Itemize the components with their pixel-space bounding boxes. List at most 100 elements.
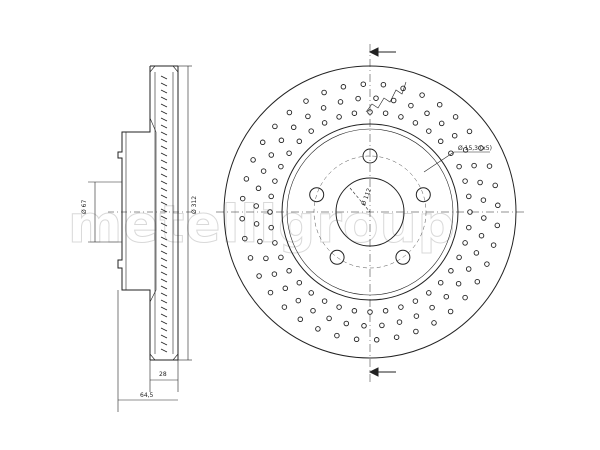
drilled-hole bbox=[296, 138, 303, 145]
vent-mark bbox=[160, 222, 168, 227]
drilled-hole bbox=[419, 92, 425, 98]
vent-mark bbox=[160, 166, 168, 171]
vent-mark bbox=[160, 124, 168, 129]
vent-mark bbox=[160, 159, 168, 164]
drilled-hole bbox=[437, 138, 444, 145]
vent-mark bbox=[160, 201, 168, 206]
drilled-hole bbox=[466, 128, 473, 135]
vent-mark bbox=[160, 327, 168, 332]
vent-mark bbox=[160, 75, 168, 80]
drilled-hole bbox=[278, 137, 285, 144]
drilled-hole bbox=[490, 242, 497, 248]
drilled-hole bbox=[303, 98, 309, 104]
drilled-hole bbox=[398, 304, 404, 310]
drilled-hole bbox=[448, 268, 454, 274]
drilled-hole bbox=[260, 168, 267, 174]
drilled-hole bbox=[373, 337, 380, 343]
vent-mark bbox=[160, 313, 168, 318]
vent-mark bbox=[160, 250, 168, 255]
vent-mark bbox=[160, 320, 168, 325]
vent-mark bbox=[160, 180, 168, 185]
drilled-hole bbox=[462, 240, 468, 246]
drilled-hole bbox=[477, 179, 483, 186]
drilled-hole bbox=[267, 289, 274, 296]
drilled-hole bbox=[286, 109, 293, 116]
front-dimensions bbox=[349, 81, 490, 213]
drilled-hole bbox=[239, 195, 246, 202]
drilled-hole bbox=[286, 268, 292, 274]
drilled-hole bbox=[268, 193, 274, 200]
drilled-hole bbox=[466, 224, 472, 231]
vent-mark bbox=[160, 131, 168, 136]
drilled-hole bbox=[253, 203, 259, 209]
drilled-hole bbox=[448, 150, 454, 156]
drilled-hole bbox=[429, 304, 435, 311]
drilled-hole bbox=[336, 304, 342, 310]
drilled-hole bbox=[486, 163, 493, 169]
vent-mark bbox=[160, 96, 168, 101]
drilled-hole bbox=[408, 102, 414, 109]
drilled-hole bbox=[340, 84, 347, 90]
drilled-hole bbox=[484, 261, 490, 267]
drilled-hole bbox=[451, 132, 458, 139]
vent-mark bbox=[160, 103, 168, 108]
drilled-hole bbox=[334, 332, 340, 339]
drilled-hole bbox=[495, 202, 501, 209]
drilled-hole bbox=[295, 297, 302, 304]
drilled-hole bbox=[296, 279, 303, 286]
drilled-hole bbox=[480, 197, 487, 203]
drilled-hole bbox=[465, 266, 472, 272]
drilled-hole bbox=[281, 304, 288, 310]
drilled-hole bbox=[272, 178, 278, 184]
drilled-hole bbox=[382, 110, 389, 116]
drilled-hole bbox=[478, 145, 484, 151]
drilled-hole bbox=[393, 334, 400, 340]
drilled-hole bbox=[321, 89, 327, 96]
drilled-hole bbox=[492, 182, 498, 189]
drilled-hole bbox=[286, 150, 292, 156]
drilled-hole bbox=[412, 120, 419, 126]
vent-mark bbox=[160, 236, 168, 241]
drilled-hole bbox=[478, 232, 485, 239]
drilled-hole bbox=[473, 250, 480, 256]
vent-mark bbox=[160, 306, 168, 311]
drilled-hole bbox=[447, 308, 454, 315]
vent-mark bbox=[160, 243, 168, 248]
drilled-hole bbox=[271, 271, 278, 277]
outer-diameter-label: Ø 312 bbox=[191, 196, 198, 214]
drilled-hole bbox=[337, 99, 344, 105]
vent-mark bbox=[160, 89, 168, 94]
vent-mark bbox=[160, 145, 168, 150]
vent-mark bbox=[160, 271, 168, 276]
drilled-hole bbox=[253, 221, 260, 227]
drilled-hole bbox=[462, 178, 468, 184]
drilled-hole bbox=[321, 120, 328, 126]
drilled-hole bbox=[321, 298, 328, 304]
drilled-hole bbox=[326, 315, 332, 322]
drilled-hole bbox=[256, 273, 262, 279]
vent-mark bbox=[160, 117, 168, 122]
drilled-hole bbox=[257, 238, 263, 245]
drilled-hole bbox=[320, 105, 327, 111]
vent-mark bbox=[160, 229, 168, 234]
bolt-hole bbox=[309, 187, 325, 203]
vent-mark bbox=[160, 152, 168, 157]
drilled-hole bbox=[336, 114, 342, 120]
vent-mark bbox=[160, 285, 168, 290]
drilled-hole bbox=[268, 224, 274, 231]
drilled-hole bbox=[481, 215, 487, 221]
vent-mark bbox=[160, 208, 168, 213]
drilled-hole bbox=[466, 193, 472, 200]
drilled-hole bbox=[272, 123, 278, 130]
drilled-hole bbox=[278, 254, 284, 261]
drilled-hole bbox=[462, 294, 468, 301]
overall-height-label: 64,5 bbox=[140, 392, 154, 399]
bolt-hole bbox=[329, 249, 345, 265]
drilled-hole bbox=[250, 157, 256, 163]
vent-mark bbox=[160, 215, 168, 220]
drilled-hole bbox=[297, 316, 304, 323]
vent-mark bbox=[160, 110, 168, 115]
vent-mark bbox=[160, 264, 168, 269]
drilled-hole bbox=[315, 326, 321, 332]
watermark-logo: metelligroup bbox=[68, 195, 456, 255]
